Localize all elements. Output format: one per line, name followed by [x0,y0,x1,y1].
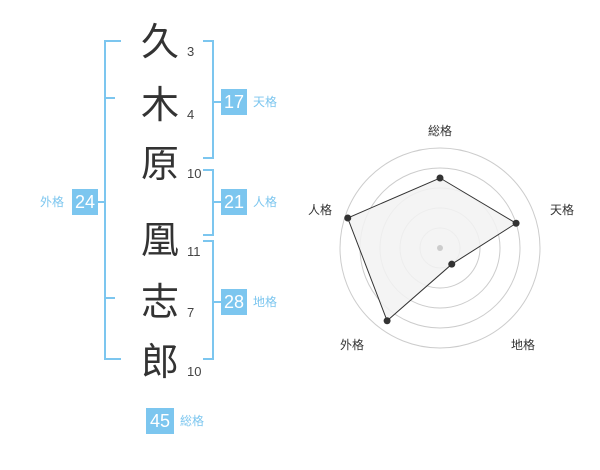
name-char-6: 郎 [140,340,179,384]
radar-label-chikaku: 地格 [511,338,536,352]
tenkaku-label: 天格 [253,95,278,109]
stroke-count-1: 3 [187,44,195,59]
radar-point-0 [436,174,444,182]
soukaku-value: 45 [146,408,174,434]
name-char-2: 木 [140,83,179,127]
radar-label-tenkaku: 天格 [550,203,575,217]
name-char-5: 志 [140,280,179,324]
tenkaku-value: 17 [221,89,247,115]
name-char-1: 久 [140,20,179,64]
jinkaku-value: 21 [221,189,247,215]
radar-point-4 [344,214,352,222]
radar-label-gaikaku: 外格 [340,338,365,352]
stroke-count-5: 7 [187,305,195,320]
gaikaku-label: 外格 [40,195,65,209]
stroke-count-6: 10 [187,364,202,379]
radar-center [437,245,443,251]
name-char-4: 凰 [140,218,179,262]
jinkaku-label: 人格 [253,195,278,209]
radar-label-soukaku: 総格 [428,124,453,138]
gaikaku-value: 24 [72,189,98,215]
tenkaku-bracket [203,40,214,159]
stroke-count-4: 11 [187,244,201,259]
stroke-count-3: 10 [187,166,202,181]
name-char-3: 原 [140,142,179,186]
radar-polygon [347,177,518,322]
chikaku-value: 28 [221,289,247,315]
radar-chart [339,147,541,349]
chikaku-label: 地格 [253,295,278,309]
radar-ring-5 [339,147,541,349]
radar-point-2 [448,260,456,268]
jinkaku-bracket [203,169,214,236]
chikaku-bracket [203,240,214,360]
soukaku-label: 総格 [180,414,205,428]
radar-label-jinkaku: 人格 [308,203,333,217]
stroke-count-2: 4 [187,107,195,122]
radar-point-3 [383,317,391,325]
radar-point-1 [512,219,520,227]
gaikaku-bracket [104,40,121,360]
